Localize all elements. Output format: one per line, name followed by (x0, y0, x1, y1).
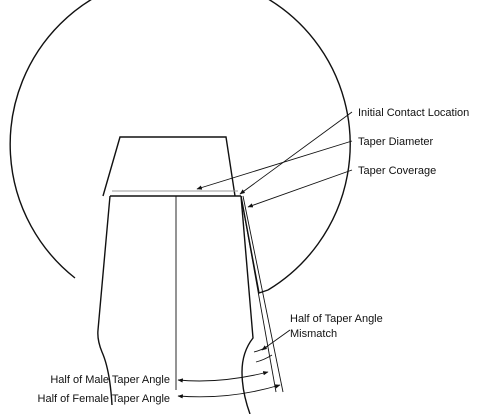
male-taper-left-side (97, 195, 113, 406)
taper-coverage-leader (247, 169, 353, 208)
half-taper-angle-mismatch-label-line2: Mismatch (290, 328, 337, 340)
femoral-head-outline (9, 0, 351, 291)
female-taper-angle-line (242, 195, 284, 393)
taper-coverage-label: Taper Coverage (358, 165, 436, 177)
initial-contact-leader (239, 111, 353, 195)
half-female-taper-angle-arc (177, 384, 281, 399)
half-female-taper-angle-label: Half of Female Taper Angle (38, 393, 170, 405)
female-taper-outline (102, 136, 236, 197)
male-taper-angle-line (240, 195, 277, 393)
taper-diameter-leader (196, 140, 353, 190)
half-male-taper-angle-label: Half of Male Taper Angle (50, 374, 170, 386)
mismatch-angle-arc-2 (255, 354, 273, 363)
mismatch-leader (261, 329, 291, 351)
initial-contact-location-label: Initial Contact Location (358, 107, 469, 119)
taper-diameter-label: Taper Diameter (358, 136, 434, 148)
half-male-taper-angle-arc (177, 371, 269, 383)
half-taper-angle-mismatch-label: Half of Taper Angle (290, 313, 383, 325)
